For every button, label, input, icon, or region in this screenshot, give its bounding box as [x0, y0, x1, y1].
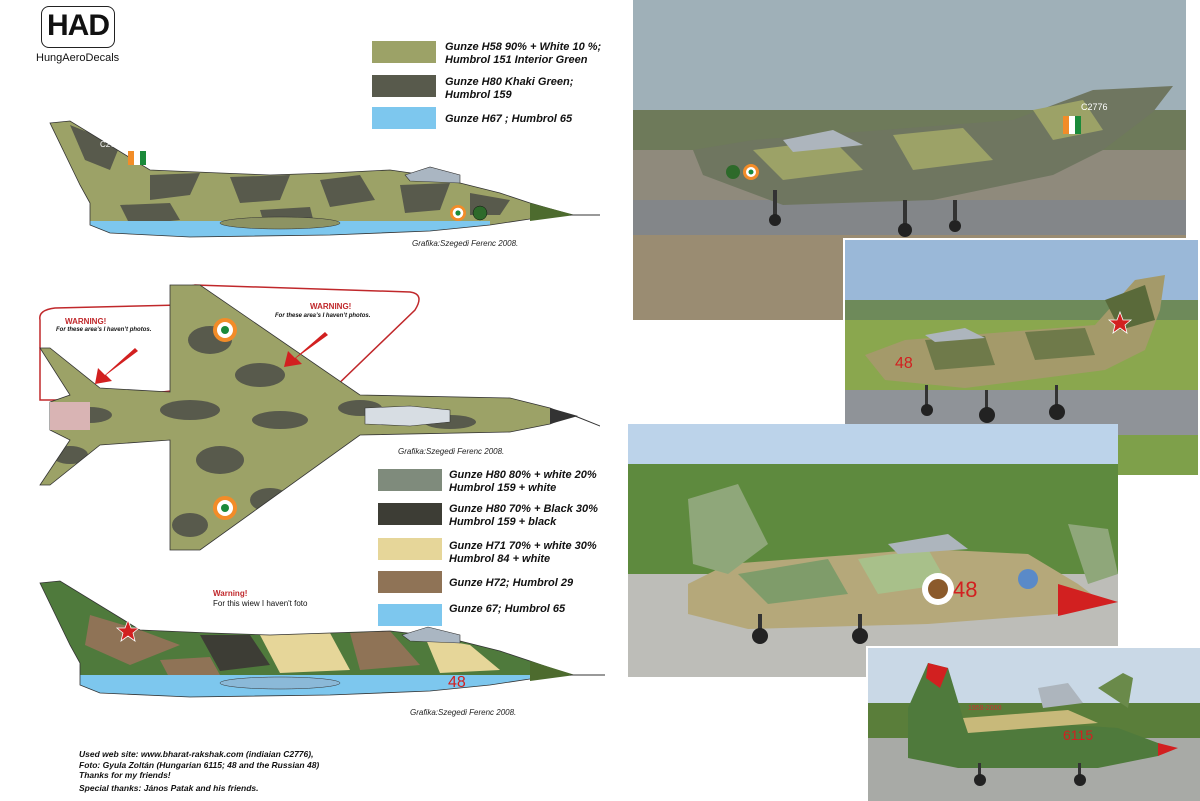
- top-view-mig21: [39, 284, 600, 551]
- swatch-khaki-green: [372, 75, 436, 97]
- credit-bottom: Grafika:Szegedi Ferenc 2008.: [410, 708, 517, 717]
- swatch-label-h80-white: Gunze H80 80% + white 20%Humbrol 159 + w…: [449, 469, 597, 494]
- swatch-h80-white: [378, 469, 442, 491]
- hungary-number-text: 48: [448, 674, 466, 691]
- photo-number-48b-text: 48: [953, 577, 977, 602]
- logo: HAD: [41, 6, 115, 48]
- footer-notes: Used web site: www.bharat-rakshak.com (i…: [79, 749, 320, 793]
- swatch-gunze-67: [378, 604, 442, 626]
- swatch-label-blue: Gunze H67 ; Humbrol 65: [445, 113, 573, 125]
- warning-left-title: WARNING!: [65, 317, 107, 326]
- swatch-interior-green: [372, 41, 436, 63]
- photo-indian-c2776: C2776: [633, 0, 1186, 320]
- swatch-blue: [372, 107, 436, 129]
- swatch-h80-black: [378, 503, 442, 525]
- swatch-label-h72: Gunze H72; Humbrol 29: [449, 577, 574, 589]
- swatch-label-h80-black: Gunze H80 70% + Black 30%Humbrol 159 + b…: [449, 503, 598, 528]
- photo-text-1958-text: 1958-2000: [968, 705, 1002, 712]
- warning-side-title: Warning!: [213, 589, 248, 598]
- warning-right-text: For these area’s I haven’t photos.: [275, 313, 371, 319]
- side-view-indian-mig21: C2776: [49, 120, 600, 238]
- photo-hungarian-48: 48: [628, 424, 1118, 677]
- swatch-h72: [378, 571, 442, 593]
- logo-mark: HAD: [47, 9, 110, 42]
- credit-middle: Grafika:Szegedi Ferenc 2008.: [398, 447, 505, 456]
- swatch-h71-white: [378, 538, 442, 560]
- swatch-label-khaki-green: Gunze H80 Khaki Green;Humbrol 159: [445, 76, 574, 101]
- swatch-label-gunze-67: Gunze 67; Humbrol 65: [449, 603, 566, 615]
- photo-number-48a-text: 48: [895, 355, 913, 372]
- photo-hungarian-6115: 1958-2000 6115: [866, 646, 1200, 801]
- photo-serial-text: C2776: [1081, 102, 1108, 112]
- logo-name: HungAeroDecals: [36, 52, 120, 64]
- side-view-hungarian-mig21: 48: [39, 580, 605, 698]
- warning-right-title: WARNING!: [310, 302, 352, 311]
- swatch-label-h71-white: Gunze H71 70% + white 30%Humbrol 84 + wh…: [449, 540, 597, 565]
- warning-side-text: For this wiew I haven't foto: [213, 599, 308, 608]
- warning-left-text: For these area’s I haven’t photos.: [56, 327, 152, 333]
- swatch-label-interior-green: Gunze H58 90% + White 10 %; Humbrol 151 …: [445, 41, 602, 66]
- credit-top: Grafika:Szegedi Ferenc 2008.: [412, 239, 519, 248]
- india-serial-text: C2776: [100, 140, 124, 149]
- photo-number-6115-text: 6115: [1063, 727, 1093, 743]
